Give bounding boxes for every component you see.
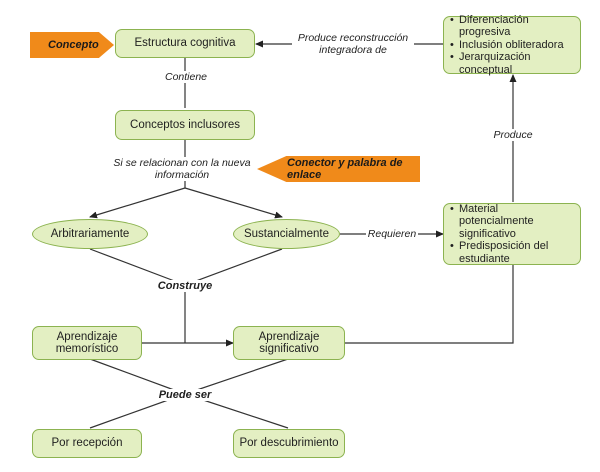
node-por-recepcion: Por recepción	[32, 429, 142, 458]
node-label: Arbitrariamente	[50, 227, 130, 240]
node-estructura-cognitiva: Estructura cognitiva	[115, 29, 255, 58]
node-label: Aprendizaje memorístico	[55, 330, 119, 356]
link-label-requieren: Requieren	[366, 228, 418, 240]
node-sustancialmente: Sustancialmente	[233, 219, 340, 249]
link-label-produce-reconstruccion: Produce reconstrucción integradora de	[292, 32, 414, 56]
callout-concepto: Concepto	[30, 32, 114, 58]
list-item: Predisposición del estudiante	[450, 240, 574, 265]
node-label: Por recepción	[51, 437, 123, 450]
link-label-contiene: Contiene	[160, 71, 212, 83]
list-item: Material potencialmente significativo	[450, 203, 574, 241]
callout-label: Concepto	[48, 39, 99, 51]
node-aprendizaje-significativo: Aprendizaje significativo	[233, 326, 345, 360]
node-label: Sustancialmente	[243, 227, 330, 240]
list-item: Diferenciación progresiva	[450, 14, 574, 39]
node-label: Aprendizaje significativo	[258, 330, 320, 356]
node-principios: Diferenciación progresiva Inclusión obli…	[443, 14, 581, 77]
node-por-descubrimiento: Por descubrimiento	[233, 429, 345, 458]
node-arbitrariamente: Arbitrariamente	[32, 219, 148, 249]
node-conceptos-inclusores: Conceptos inclusores	[115, 110, 255, 140]
callout-label: Conector y palabra de enlace	[287, 157, 403, 181]
link-label-se-relacionan: Si se relacionan con la nueva informació…	[108, 157, 256, 181]
list-item: Jerarquización conceptual	[450, 51, 574, 76]
link-label-produce: Produce	[489, 129, 537, 141]
principios-list: Diferenciación progresiva Inclusión obli…	[450, 14, 574, 77]
callout-conector: Conector y palabra de enlace	[257, 156, 420, 182]
list-item: Inclusión obliteradora	[450, 39, 574, 52]
node-condiciones: Material potencialmente significativo Pr…	[443, 203, 581, 265]
node-label: Por descubrimiento	[239, 437, 339, 450]
node-aprendizaje-memoristico: Aprendizaje memorístico	[32, 326, 142, 360]
node-label: Conceptos inclusores	[130, 118, 240, 131]
link-label-construye: Construye	[156, 280, 214, 292]
link-label-puede-ser: Puede ser	[155, 389, 215, 401]
condiciones-list: Material potencialmente significativo Pr…	[450, 203, 574, 266]
node-label: Estructura cognitiva	[134, 37, 236, 50]
